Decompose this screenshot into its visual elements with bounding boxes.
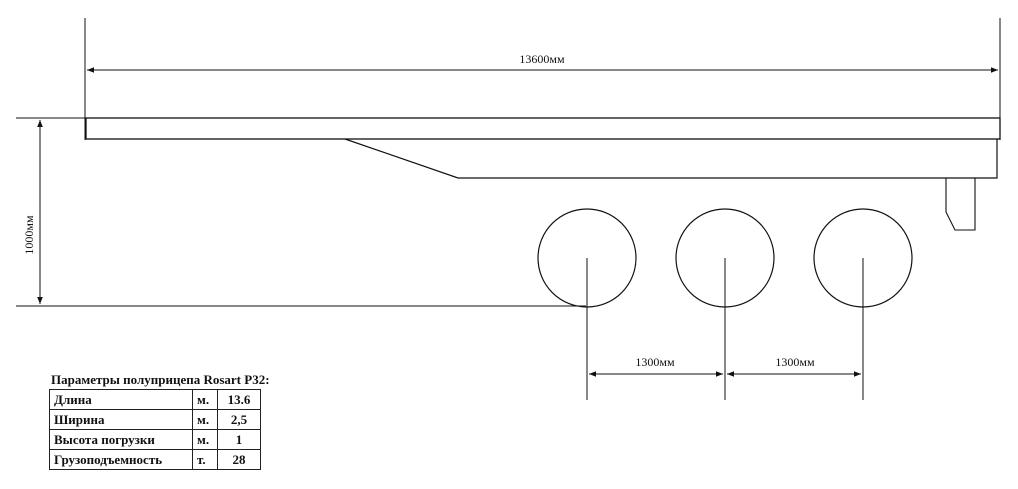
- param-label: Длина: [49, 389, 193, 410]
- param-label: Грузоподъемность: [49, 449, 193, 470]
- param-value: 13.6: [217, 389, 261, 410]
- axle-spacing-label-2: 1300мм: [775, 355, 815, 369]
- length-dimension-label: 13600мм: [519, 52, 565, 66]
- param-value: 28: [217, 449, 261, 470]
- param-unit: м.: [192, 429, 218, 450]
- param-unit: т.: [192, 449, 218, 470]
- parameters-block: Параметры полуприцепа Rosart P32: Длина …: [49, 372, 270, 470]
- trailer-deck: [85, 117, 1001, 140]
- param-unit: м.: [192, 389, 218, 410]
- param-label: Высота погрузки: [49, 429, 193, 450]
- param-unit: м.: [192, 409, 218, 430]
- table-row: Высота погрузки м. 1: [49, 429, 261, 450]
- axle-spacing-label-1: 1300мм: [635, 355, 675, 369]
- table-row: Длина м. 13.6: [49, 389, 261, 410]
- trailer-chassis: [344, 138, 998, 179]
- param-value: 1: [217, 429, 261, 450]
- parameters-table: Длина м. 13.6 Ширина м. 2,5 Высота погру…: [49, 389, 261, 470]
- table-row: Грузоподъемность т. 28: [49, 449, 261, 470]
- param-label: Ширина: [49, 409, 193, 430]
- parameters-title: Параметры полуприцепа Rosart P32:: [51, 372, 270, 387]
- landing-leg: [945, 178, 976, 231]
- table-row: Ширина м. 2,5: [49, 409, 261, 430]
- param-value: 2,5: [217, 409, 261, 430]
- height-dimension-label: 1000мм: [22, 215, 36, 255]
